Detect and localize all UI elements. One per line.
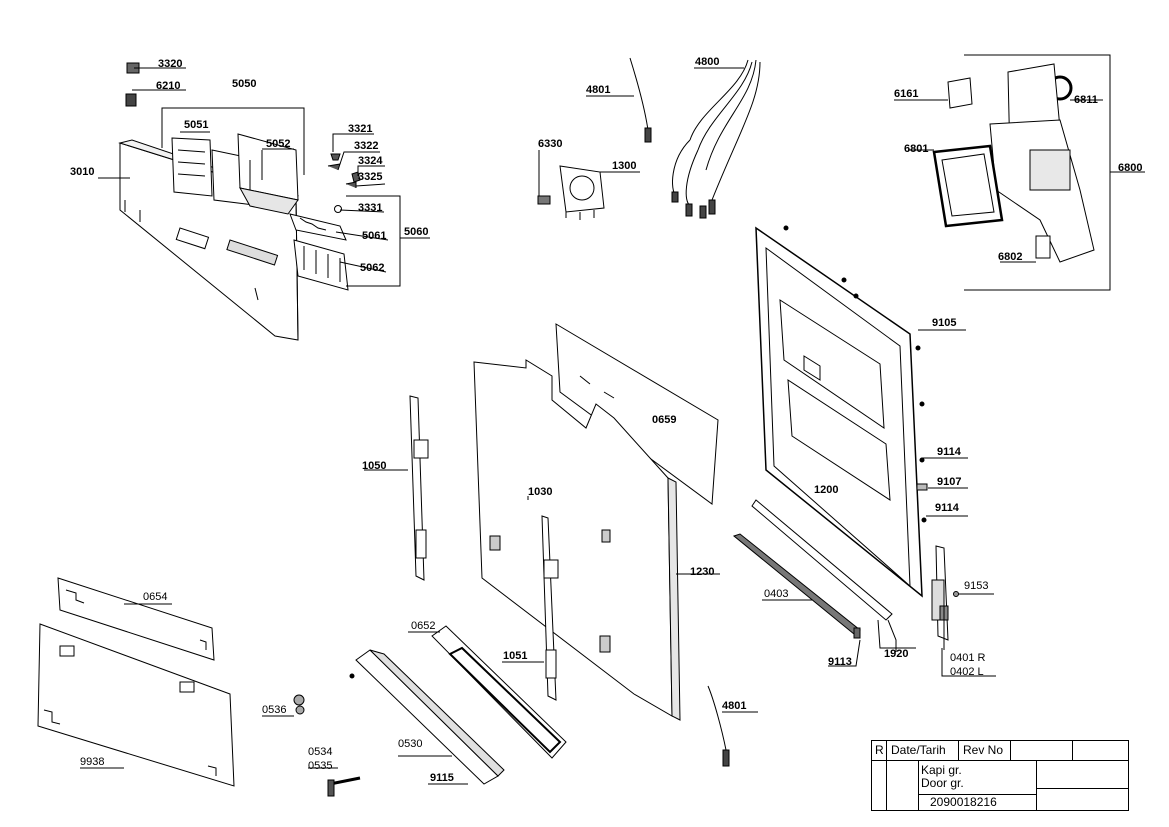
part-label: 0530	[398, 738, 423, 750]
part-6330-1300	[537, 150, 640, 220]
part-0536	[262, 694, 305, 717]
part-label: 3010	[70, 166, 95, 178]
part-label: 9113	[828, 656, 852, 668]
handle-profile-0652	[408, 625, 567, 759]
date-label: Date/Tarih	[891, 743, 946, 757]
door-screws	[783, 225, 959, 597]
part-label: 0654	[143, 591, 168, 603]
part-label: 0403	[764, 588, 789, 600]
insulation-0659	[555, 323, 719, 505]
electronic-boards-5050	[171, 133, 299, 215]
part-label: 5060	[404, 226, 429, 238]
part-label: 1300	[612, 160, 637, 172]
parts-0534-0535	[308, 767, 361, 797]
part-label: 9153	[964, 580, 989, 592]
part-label: 1920	[884, 648, 909, 660]
part-label: 1200	[814, 484, 839, 496]
part-label: 9114	[937, 446, 961, 458]
inner-door-panel-1030	[473, 359, 720, 721]
part-label: 0652	[411, 620, 436, 632]
wiring-harness-4800	[671, 59, 761, 219]
hinges-0401-0402	[931, 545, 996, 677]
part-label: 3320	[158, 58, 183, 70]
part-label: 0401 R	[950, 652, 986, 664]
outer-door-1200	[755, 226, 923, 598]
cable-4801-bottom	[707, 685, 758, 767]
part-label: 6330	[538, 138, 563, 150]
part-label: 3331	[358, 202, 383, 214]
part-label: 3321	[348, 123, 373, 135]
buttons-5060	[289, 205, 349, 291]
handle-0530	[349, 649, 505, 785]
part-label: 6161	[894, 88, 919, 100]
part-label: 5050	[232, 78, 257, 90]
part-label: 0535	[308, 760, 333, 772]
decor-panel-0654	[57, 577, 215, 661]
part-label: 0536	[262, 704, 287, 716]
right-leaders	[828, 329, 994, 667]
part-label: 9105	[932, 317, 957, 329]
part-label: 4801	[722, 700, 747, 712]
part-label: 5051	[184, 119, 209, 131]
front-panel-9938	[37, 623, 235, 787]
part-label: 3325	[358, 171, 383, 183]
drawing-name-tr: Kapi gr.	[921, 763, 962, 777]
part-label: 0402 L	[950, 666, 984, 678]
part-label: 6802	[998, 251, 1023, 263]
part-label: 1030	[528, 486, 553, 498]
part-label: 9107	[937, 476, 962, 488]
part-label: 1050	[362, 460, 387, 472]
part-label: 6801	[904, 143, 929, 155]
rev-mark: R	[875, 743, 884, 757]
part-label: 9938	[80, 756, 105, 768]
hinge-bracket-1051	[502, 515, 559, 701]
part-label: 1051	[503, 650, 528, 662]
dispenser-group-6800	[894, 54, 1145, 291]
part-label: 5062	[360, 262, 385, 274]
part-label: 6811	[1074, 94, 1098, 106]
part-label: 6800	[1118, 162, 1143, 174]
part-label: 3322	[354, 140, 379, 152]
drawing-number: 2090018216	[930, 795, 997, 809]
title-block: R Date/Tarih Rev No Kapi gr. Door gr. 20…	[871, 740, 1129, 811]
part-label: 0534	[308, 746, 333, 758]
part-label: 5052	[266, 138, 291, 150]
seal-strip-0403	[732, 533, 861, 639]
part-label: 4801	[586, 84, 611, 96]
part-label: 0659	[652, 414, 677, 426]
rev-no-label: Rev No	[963, 743, 1004, 757]
part-label: 9114	[935, 502, 959, 514]
cable-4801-top	[586, 57, 652, 143]
part-label: 6210	[156, 80, 181, 92]
part-label: 5061	[362, 230, 387, 242]
part-label: 1230	[690, 566, 715, 578]
part-label: 4800	[695, 56, 720, 68]
drawing-name-en: Door gr.	[921, 776, 964, 790]
hinge-bracket-1050	[364, 395, 429, 581]
part-label: 9115	[430, 772, 454, 784]
leader-lines-top-left	[98, 67, 430, 287]
part-label: 3324	[358, 155, 383, 167]
